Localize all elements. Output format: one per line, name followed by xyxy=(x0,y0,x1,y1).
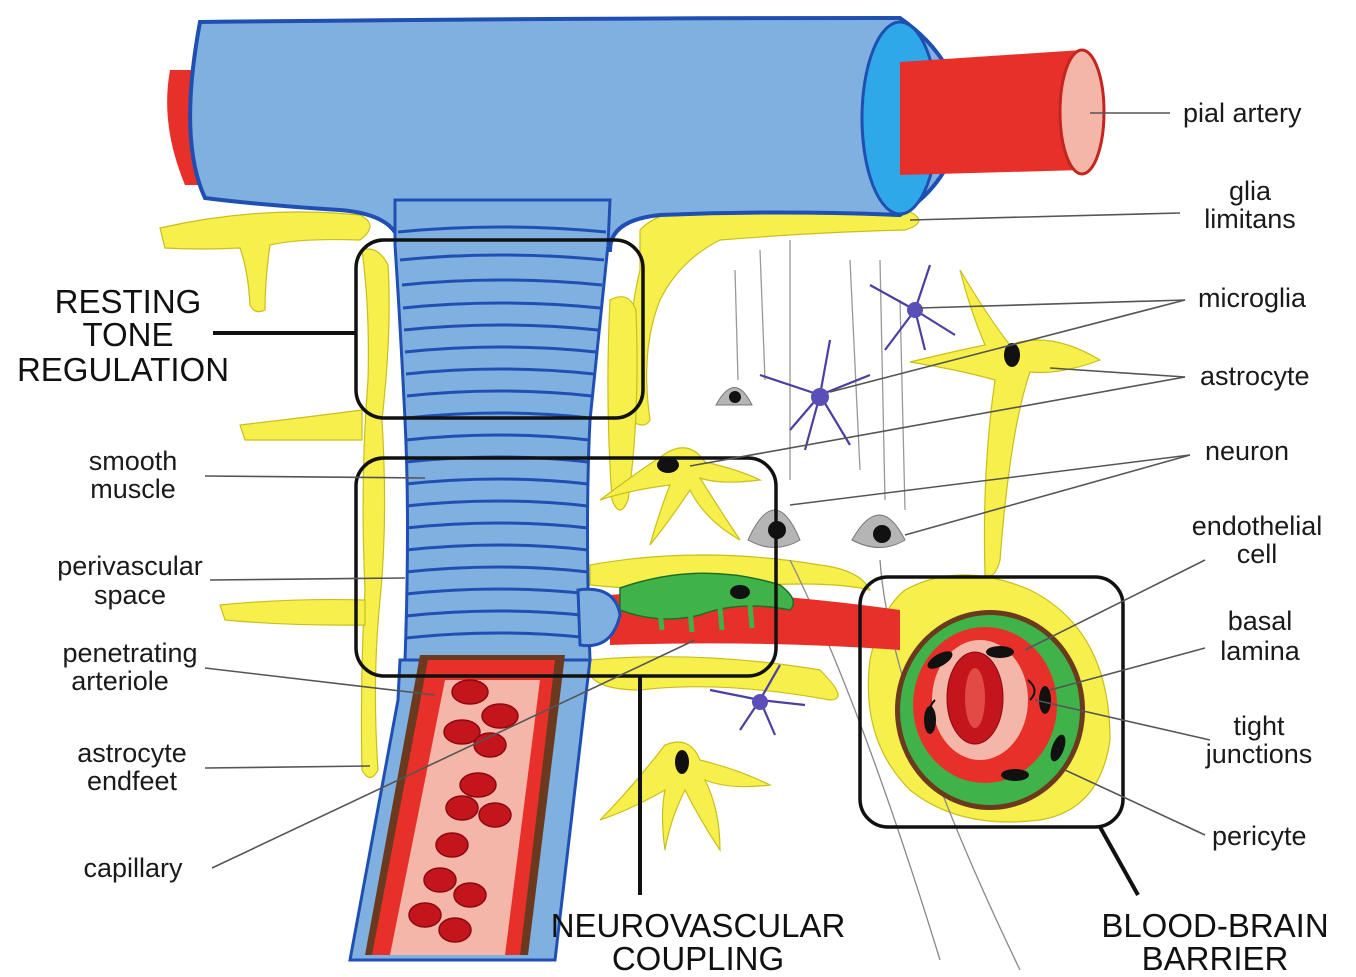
label-neurovascular-line2: COUPLING xyxy=(612,940,784,977)
label-endothelial-line1: endothelial xyxy=(1192,511,1323,541)
label-perivascular-line2: space xyxy=(94,580,166,610)
label-resting-line2: TONE xyxy=(82,316,173,353)
bbb-cross-section xyxy=(895,610,1085,810)
label-microglia: microglia xyxy=(1198,283,1307,313)
label-endfeet-line2: endfeet xyxy=(87,766,178,796)
label-endfeet-line1: astrocyte xyxy=(77,738,187,768)
label-astrocyte: astrocyte xyxy=(1200,361,1310,391)
label-resting-line1: RESTING xyxy=(55,283,202,320)
label-glia-line2: limitans xyxy=(1204,204,1296,234)
label-penetrating-line1: penetrating xyxy=(62,638,197,668)
label-neuron: neuron xyxy=(1205,436,1289,466)
label-capillary: capillary xyxy=(83,853,183,883)
label-bbb-line2: BARRIER xyxy=(1142,940,1289,977)
label-basal-line2: lamina xyxy=(1220,636,1301,666)
bottom-labels: NEUROVASCULAR COUPLING BLOOD-BRAIN BARRI… xyxy=(551,907,1329,977)
label-resting-line3: REGULATION xyxy=(17,351,229,388)
label-penetrating-line2: arteriole xyxy=(71,666,169,696)
label-basal-line1: basal xyxy=(1228,606,1293,636)
label-endothelial-line2: cell xyxy=(1237,539,1278,569)
label-smooth-line1: smooth xyxy=(89,446,178,476)
left-labels: RESTING TONE REGULATION smooth muscle pe… xyxy=(17,283,229,883)
label-tight-line2: junctions xyxy=(1205,739,1313,769)
label-glia-line1: glia xyxy=(1229,176,1272,206)
penetrating-arteriole xyxy=(395,200,620,660)
label-pericyte: pericyte xyxy=(1212,821,1307,851)
label-neurovascular-line1: NEUROVASCULAR xyxy=(551,907,846,944)
label-pial-artery: pial artery xyxy=(1183,98,1302,128)
label-tight-line1: tight xyxy=(1233,711,1285,741)
label-bbb-line1: BLOOD-BRAIN xyxy=(1101,907,1328,944)
label-smooth-line2: muscle xyxy=(90,474,176,504)
label-perivascular-line1: perivascular xyxy=(57,551,203,581)
